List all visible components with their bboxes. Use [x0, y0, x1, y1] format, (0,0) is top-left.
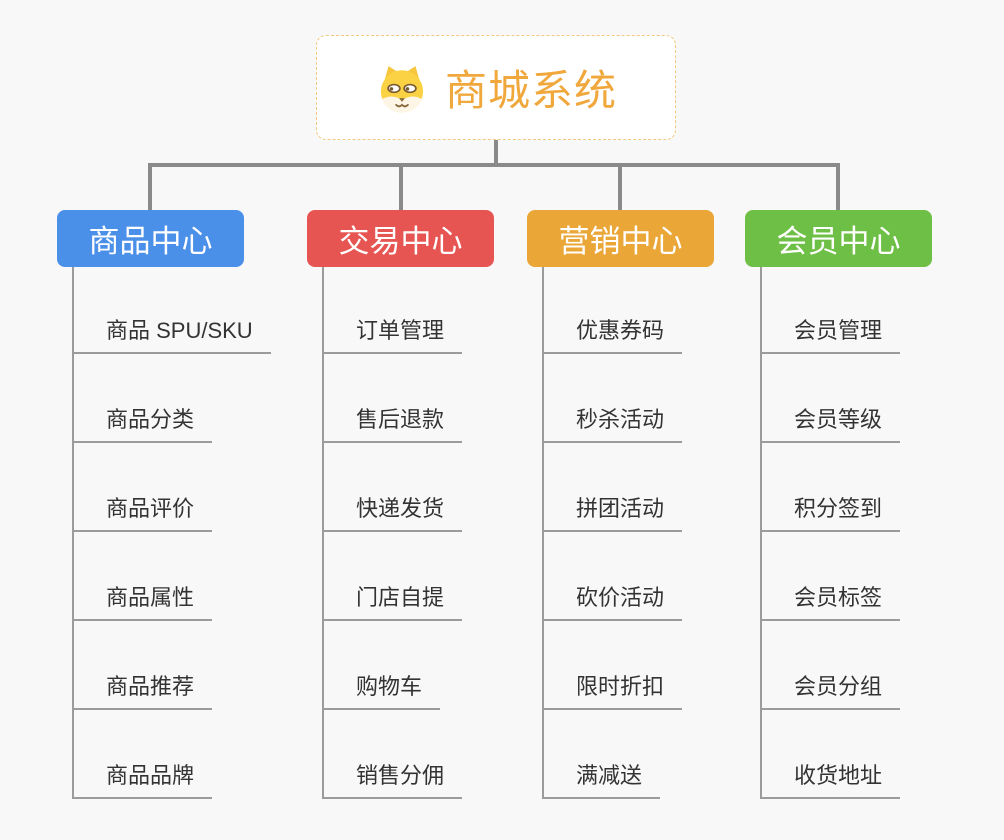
branch-children: 商品 SPU/SKU 商品分类商品评价商品属性商品推荐商品品牌 — [72, 267, 271, 799]
child-node[interactable]: 限时折扣 — [544, 621, 683, 710]
child-label: 购物车 — [356, 674, 423, 699]
child-node[interactable]: 满减送 — [544, 710, 661, 799]
child-label: 限时折扣 — [576, 674, 665, 699]
branch-product-center: 商品中心 商品 SPU/SKU 商品分类商品评价商品属性商品推荐商品品牌 — [57, 210, 271, 799]
branch-label: 会员中心 — [776, 224, 901, 259]
root-title: 商城系统 — [444, 67, 617, 114]
child-label: 会员分组 — [794, 674, 883, 699]
child-node[interactable]: 商品评价 — [74, 443, 213, 532]
child-label: 订单管理 — [356, 318, 445, 343]
child-label: 商品属性 — [106, 585, 195, 610]
child-node[interactable]: 收货地址 — [762, 710, 901, 799]
child-node[interactable]: 优惠券码 — [544, 267, 683, 354]
child-node[interactable]: 商品属性 — [74, 532, 213, 621]
branch-children: 会员管理会员等级积分签到会员标签会员分组收货地址 — [760, 267, 932, 799]
child-node[interactable]: 会员管理 — [762, 267, 901, 354]
branch-trade-center: 交易中心 订单管理售后退款快递发货门店自提购物车销售分佣 — [307, 210, 494, 799]
connector-drop-marketing — [618, 167, 622, 210]
branch-header[interactable]: 交易中心 — [307, 210, 494, 267]
branch-label: 营销中心 — [558, 224, 683, 259]
child-node[interactable]: 砍价活动 — [544, 532, 683, 621]
child-node[interactable]: 门店自提 — [324, 532, 463, 621]
child-label: 快递发货 — [356, 496, 445, 521]
child-node[interactable]: 快递发货 — [324, 443, 463, 532]
connector-root-stem — [494, 140, 498, 167]
child-node[interactable]: 会员等级 — [762, 354, 901, 443]
branch-children: 优惠券码秒杀活动拼团活动砍价活动限时折扣满减送 — [542, 267, 714, 799]
branch-header[interactable]: 会员中心 — [745, 210, 932, 267]
root-node[interactable]: 商城系统 — [316, 35, 676, 140]
child-node[interactable]: 会员分组 — [762, 621, 901, 710]
connector-drop-trade — [399, 167, 403, 210]
child-label: 收货地址 — [794, 763, 883, 788]
branch-label: 商品中心 — [88, 224, 213, 259]
child-label: 优惠券码 — [576, 318, 665, 343]
child-label: 积分签到 — [794, 496, 883, 521]
child-label: 门店自提 — [356, 585, 445, 610]
child-node[interactable]: 会员标签 — [762, 532, 901, 621]
child-label: 商品推荐 — [106, 674, 195, 699]
branch-member-center: 会员中心 会员管理会员等级积分签到会员标签会员分组收货地址 — [745, 210, 932, 799]
child-node[interactable]: 拼团活动 — [544, 443, 683, 532]
child-node[interactable]: 销售分佣 — [324, 710, 463, 799]
child-label: 售后退款 — [356, 407, 445, 432]
child-label: 商品 SPU/SKU — [106, 318, 253, 343]
child-node[interactable]: 商品品牌 — [74, 710, 213, 799]
child-node[interactable]: 秒杀活动 — [544, 354, 683, 443]
child-node[interactable]: 订单管理 — [324, 267, 463, 354]
branch-header[interactable]: 营销中心 — [527, 210, 714, 267]
child-node[interactable]: 商品推荐 — [74, 621, 213, 710]
child-label: 商品评价 — [106, 496, 195, 521]
child-label: 商品品牌 — [106, 763, 195, 788]
child-label: 会员标签 — [794, 585, 883, 610]
child-node[interactable]: 购物车 — [324, 621, 441, 710]
branch-children: 订单管理售后退款快递发货门店自提购物车销售分佣 — [322, 267, 494, 799]
child-label: 满减送 — [576, 763, 643, 788]
branch-header[interactable]: 商品中心 — [57, 210, 244, 267]
child-label: 砍价活动 — [576, 585, 665, 610]
connector-drop-product — [148, 167, 152, 210]
child-label: 销售分佣 — [356, 763, 445, 788]
child-node[interactable]: 商品 SPU/SKU — [74, 267, 271, 354]
child-label: 商品分类 — [106, 407, 195, 432]
connector-drop-member — [836, 167, 840, 210]
shiba-dog-icon — [375, 61, 429, 115]
child-label: 拼团活动 — [576, 496, 665, 521]
child-label: 会员管理 — [794, 318, 883, 343]
child-node[interactable]: 积分签到 — [762, 443, 901, 532]
branch-label: 交易中心 — [338, 224, 463, 259]
connector-horizontal-bus — [148, 163, 840, 167]
child-label: 会员等级 — [794, 407, 883, 432]
child-node[interactable]: 售后退款 — [324, 354, 463, 443]
child-label: 秒杀活动 — [576, 407, 665, 432]
child-node[interactable]: 商品分类 — [74, 354, 213, 443]
branch-marketing-center: 营销中心 优惠券码秒杀活动拼团活动砍价活动限时折扣满减送 — [527, 210, 714, 799]
